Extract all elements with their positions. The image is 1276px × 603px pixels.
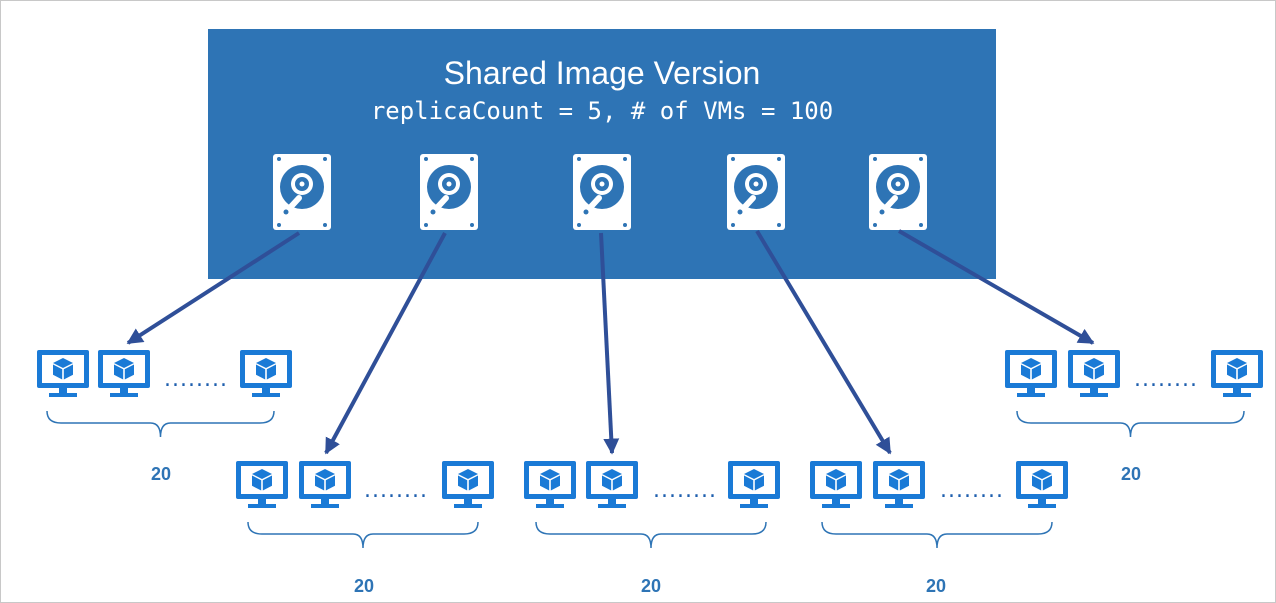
- replication-arrow: [324, 232, 447, 455]
- virtual-machine-icon: [240, 350, 292, 397]
- virtual-machine-icon: [236, 461, 288, 508]
- replication-arrow: [599, 232, 620, 455]
- vm-groups: [37, 350, 1263, 549]
- vm-group-2: [236, 461, 494, 549]
- replication-arrow: [126, 231, 301, 345]
- hard-disk-icon: [273, 154, 331, 230]
- vm-group-1-ellipsis: ........: [164, 367, 228, 392]
- virtual-machine-icon: [524, 461, 576, 508]
- group-brace: [821, 521, 1053, 549]
- hard-disk-icon: [420, 154, 478, 230]
- vm-group-5: [1005, 350, 1263, 438]
- virtual-machine-icon: [37, 350, 89, 397]
- group-brace: [535, 521, 767, 549]
- hard-disk-icon: [573, 154, 631, 230]
- replication-arrows: [126, 229, 1095, 455]
- replica-disks: [273, 154, 927, 230]
- vm-group-3-count: 20: [640, 576, 662, 596]
- virtual-machine-icon: [1211, 350, 1263, 397]
- vm-group-5-count: 20: [1120, 464, 1142, 484]
- virtual-machine-icon: [299, 461, 351, 508]
- virtual-machine-icon: [728, 461, 780, 508]
- vm-group-3: [524, 461, 780, 549]
- hard-disk-icon: [727, 154, 785, 230]
- group-brace: [46, 410, 275, 438]
- vm-group-2-ellipsis: ........: [364, 478, 428, 503]
- replication-arrow: [898, 229, 1095, 345]
- group-brace: [247, 521, 479, 549]
- vm-group-3-ellipsis: ........: [653, 478, 717, 503]
- vm-group-1-count: 20: [150, 464, 172, 484]
- virtual-machine-icon: [98, 350, 150, 397]
- virtual-machine-icon: [873, 461, 925, 508]
- virtual-machine-icon: [586, 461, 638, 508]
- hard-disk-icon: [869, 154, 927, 230]
- virtual-machine-icon: [1005, 350, 1057, 397]
- vm-group-4-count: 20: [925, 576, 947, 596]
- replication-arrow: [755, 229, 892, 455]
- group-brace: [1016, 410, 1245, 438]
- virtual-machine-icon: [1068, 350, 1120, 397]
- shared-image-version-title: Shared Image Version: [443, 55, 761, 91]
- shared-image-version-subtitle: replicaCount = 5, # of VMs = 100: [370, 97, 834, 125]
- virtual-machine-icon: [1016, 461, 1068, 508]
- virtual-machine-icon: [810, 461, 862, 508]
- vm-group-5-ellipsis: ........: [1134, 367, 1198, 392]
- vm-group-4: [810, 461, 1068, 549]
- vm-group-1: [37, 350, 292, 438]
- virtual-machine-icon: [442, 461, 494, 508]
- vm-group-4-ellipsis: ........: [940, 478, 1004, 503]
- vm-group-2-count: 20: [353, 576, 375, 596]
